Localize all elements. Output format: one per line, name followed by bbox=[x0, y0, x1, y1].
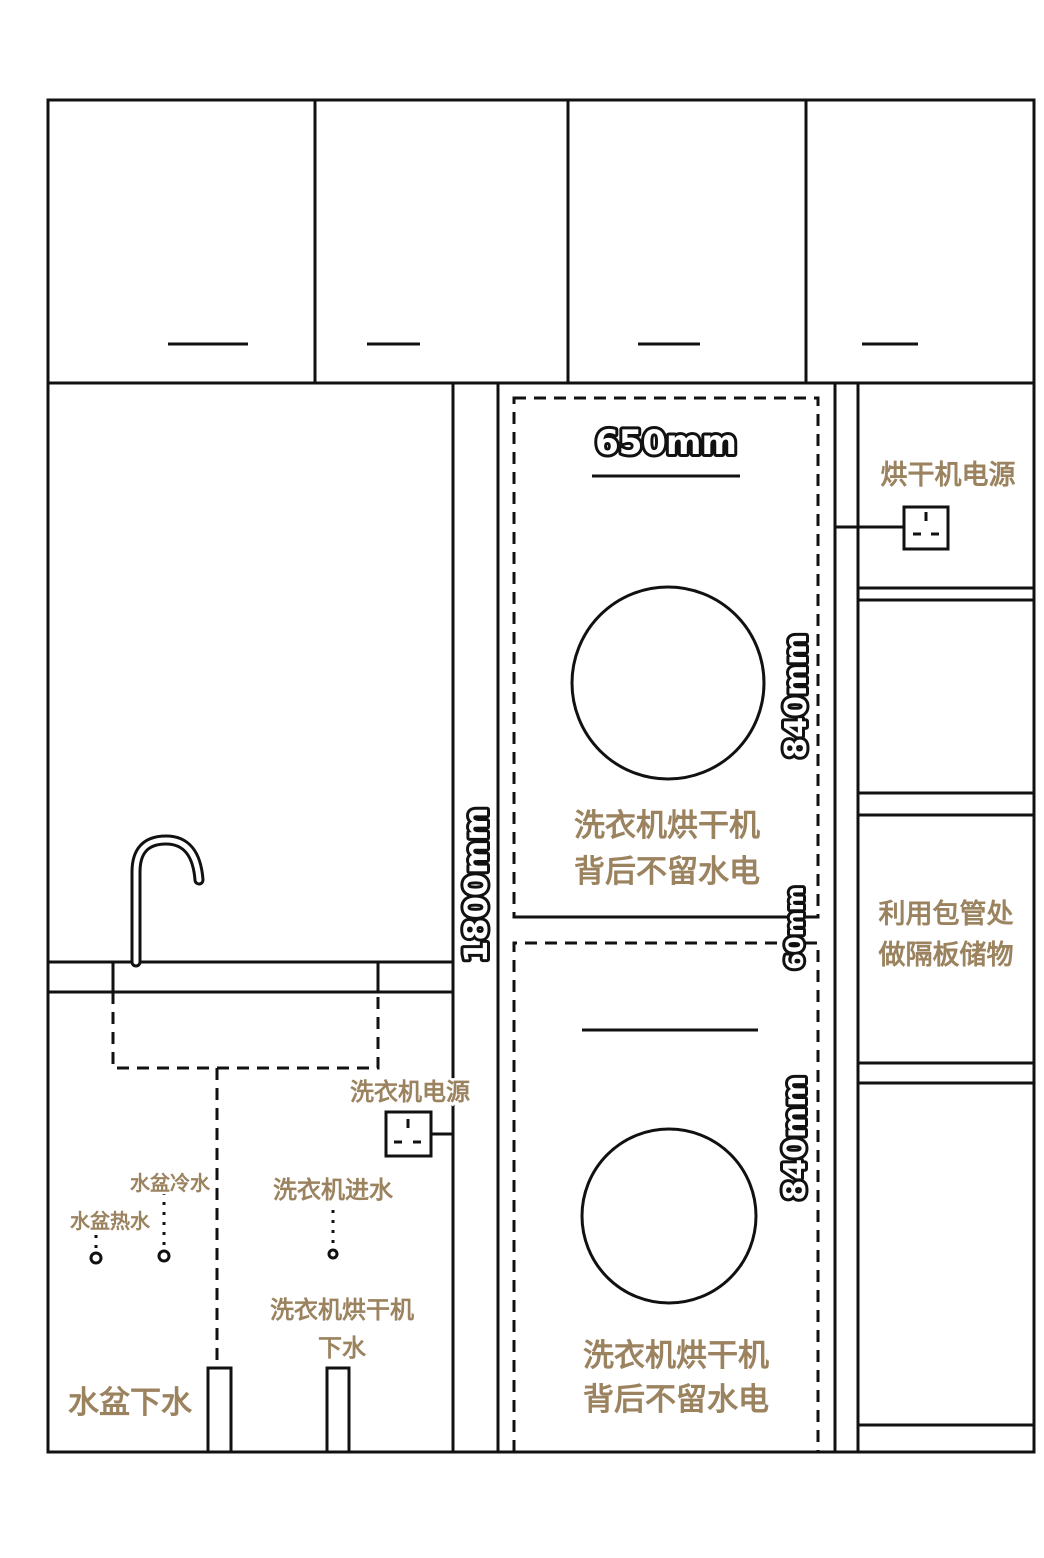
washer-drain-label-line1: 洗衣机烘干机 bbox=[270, 1296, 414, 1324]
upper-height-dimension-label: 840mm bbox=[779, 633, 814, 758]
faucet-inner bbox=[133, 837, 202, 965]
upper-machine-note-line2: 背后不留水电 bbox=[574, 854, 760, 890]
sink-drain-pipe-icon bbox=[206, 1366, 233, 1452]
shelf-note-line1: 利用包管处 bbox=[879, 898, 1014, 930]
upper-machine-note-line1: 洗衣机烘干机 bbox=[574, 808, 760, 844]
power-outlet-icon bbox=[384, 1110, 433, 1158]
lower-machine-note-line2: 背后不留水电 bbox=[583, 1382, 769, 1418]
sink-cold-water-label: 水盆冷水 bbox=[130, 1171, 211, 1195]
width-dimension-label: 650mm bbox=[595, 423, 737, 463]
faucet-icon bbox=[130, 834, 205, 968]
sink-basin-outline bbox=[111, 992, 380, 1070]
power-outlet-icon bbox=[902, 505, 950, 551]
outer-frame bbox=[46, 98, 1036, 1454]
machine-door-icon bbox=[580, 1127, 758, 1305]
sink-hot-water-label: 水盆热水 bbox=[70, 1209, 151, 1233]
washer-power-label: 洗衣机电源 bbox=[350, 1078, 470, 1106]
sink-drain-label: 水盆下水 bbox=[68, 1385, 193, 1421]
washer-drain-pipe-icon bbox=[325, 1366, 351, 1452]
total-height-dimension-label: 1800mm bbox=[457, 807, 495, 963]
lower-height-dimension-label: 840mm bbox=[778, 1075, 813, 1200]
shelf-note-line2: 做隔板储物 bbox=[878, 940, 1014, 971]
lower-machine-note-line1: 洗衣机烘干机 bbox=[583, 1338, 769, 1374]
dryer-power-label: 烘干机电源 bbox=[881, 460, 1016, 491]
washer-inlet-label: 洗衣机进水 bbox=[273, 1176, 394, 1204]
upper-machine-outline bbox=[512, 396, 820, 919]
cold-water-point-icon bbox=[157, 1249, 171, 1263]
lower-machine-outline bbox=[512, 941, 820, 1452]
gap-dimension-label: 60mm bbox=[781, 886, 809, 969]
machine-door-icon bbox=[570, 585, 766, 781]
washer-inlet-point-icon bbox=[327, 1248, 339, 1260]
hot-water-point-icon bbox=[89, 1251, 103, 1265]
washer-drain-label-line2: 下水 bbox=[318, 1334, 367, 1362]
